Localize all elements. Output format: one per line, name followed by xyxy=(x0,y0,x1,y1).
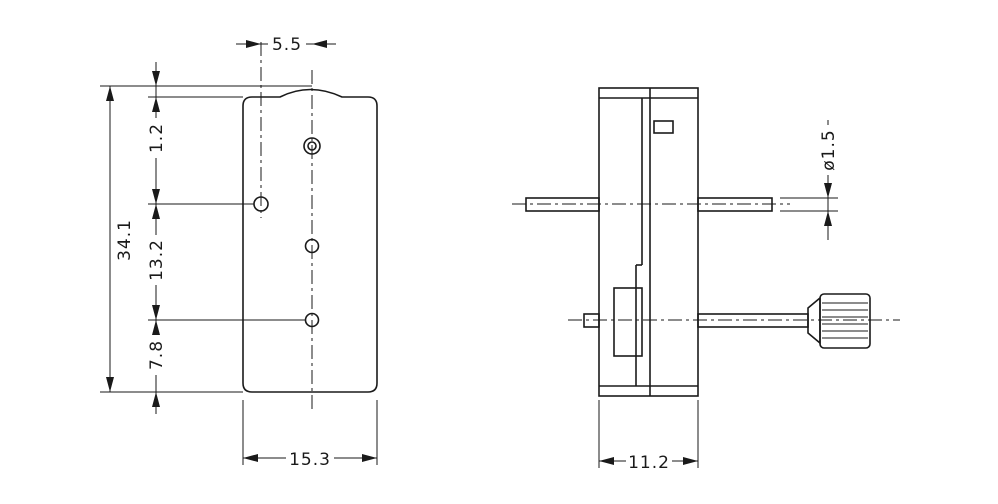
side-tab xyxy=(653,120,674,134)
dim-side-width: 11.2 xyxy=(628,453,670,473)
knob-icon xyxy=(807,293,871,349)
top-hole-outer xyxy=(303,137,321,155)
dim-total-height: 34.1 xyxy=(115,219,135,261)
dim-middle-spacing: 13.2 xyxy=(147,239,167,281)
bottom-hole xyxy=(304,312,320,328)
top-hole-inner xyxy=(307,141,317,151)
upper-shaft-right xyxy=(697,197,773,212)
side-body-outline xyxy=(598,87,699,397)
front-body-outline xyxy=(242,88,378,393)
dim-top-offset: 1.2 xyxy=(147,123,167,153)
side-lower-block xyxy=(613,287,643,357)
dim-hole-spacing-top: 5.5 xyxy=(272,35,302,55)
dim-bottom-offset: 7.8 xyxy=(147,340,167,370)
front-view: 34.1 1.2 13.2 7.8 5.5 15.3 xyxy=(100,32,378,470)
middle-hole xyxy=(304,238,320,254)
dim-front-width: 15.3 xyxy=(289,450,331,470)
side-view: ø1.5 11.2 xyxy=(512,87,900,473)
dim-shaft-diameter: ø1.5 xyxy=(819,129,839,170)
